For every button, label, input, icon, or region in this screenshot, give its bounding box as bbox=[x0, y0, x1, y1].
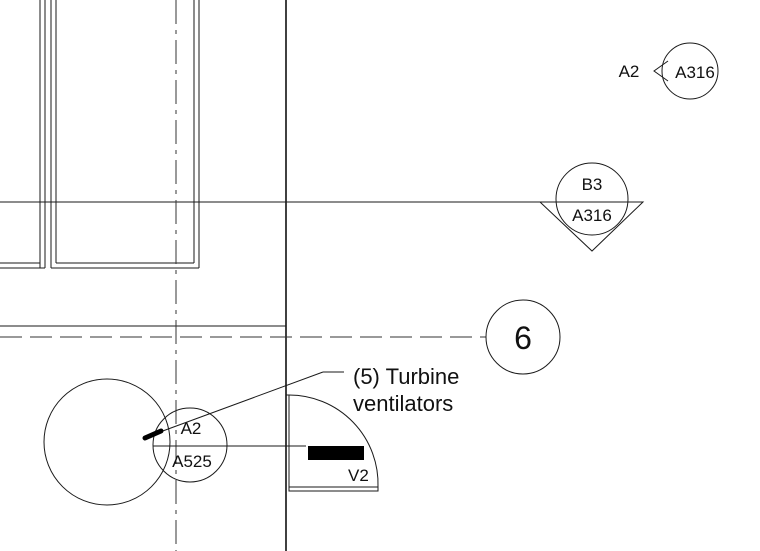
window-frame bbox=[0, 0, 200, 269]
section-marker-mid-sheet: A316 bbox=[572, 206, 612, 225]
grid-bubble-label: 6 bbox=[514, 320, 532, 356]
section-marker-sheet: A316 bbox=[675, 63, 715, 82]
note-line-1: (5) Turbine bbox=[353, 364, 459, 389]
note-line-2: ventilators bbox=[353, 391, 453, 416]
door-swing bbox=[286, 394, 379, 492]
detail-callout-sheet: A525 bbox=[172, 452, 212, 471]
vent-bar bbox=[308, 446, 364, 460]
note-leader bbox=[142, 371, 344, 441]
section-marker-mid[interactable]: B3 A316 bbox=[538, 162, 645, 252]
detail-callout[interactable]: A2 A525 bbox=[152, 407, 306, 483]
turbine-circle bbox=[43, 378, 171, 506]
door-tag: V2 bbox=[348, 466, 369, 485]
grid-bubble-6: 6 bbox=[485, 299, 561, 375]
section-marker-view-label: A2 bbox=[619, 62, 640, 81]
detail-callout-number: A2 bbox=[181, 419, 202, 438]
section-marker-detail: B3 bbox=[582, 175, 603, 194]
section-marker-top[interactable]: A316 A2 bbox=[619, 42, 719, 100]
